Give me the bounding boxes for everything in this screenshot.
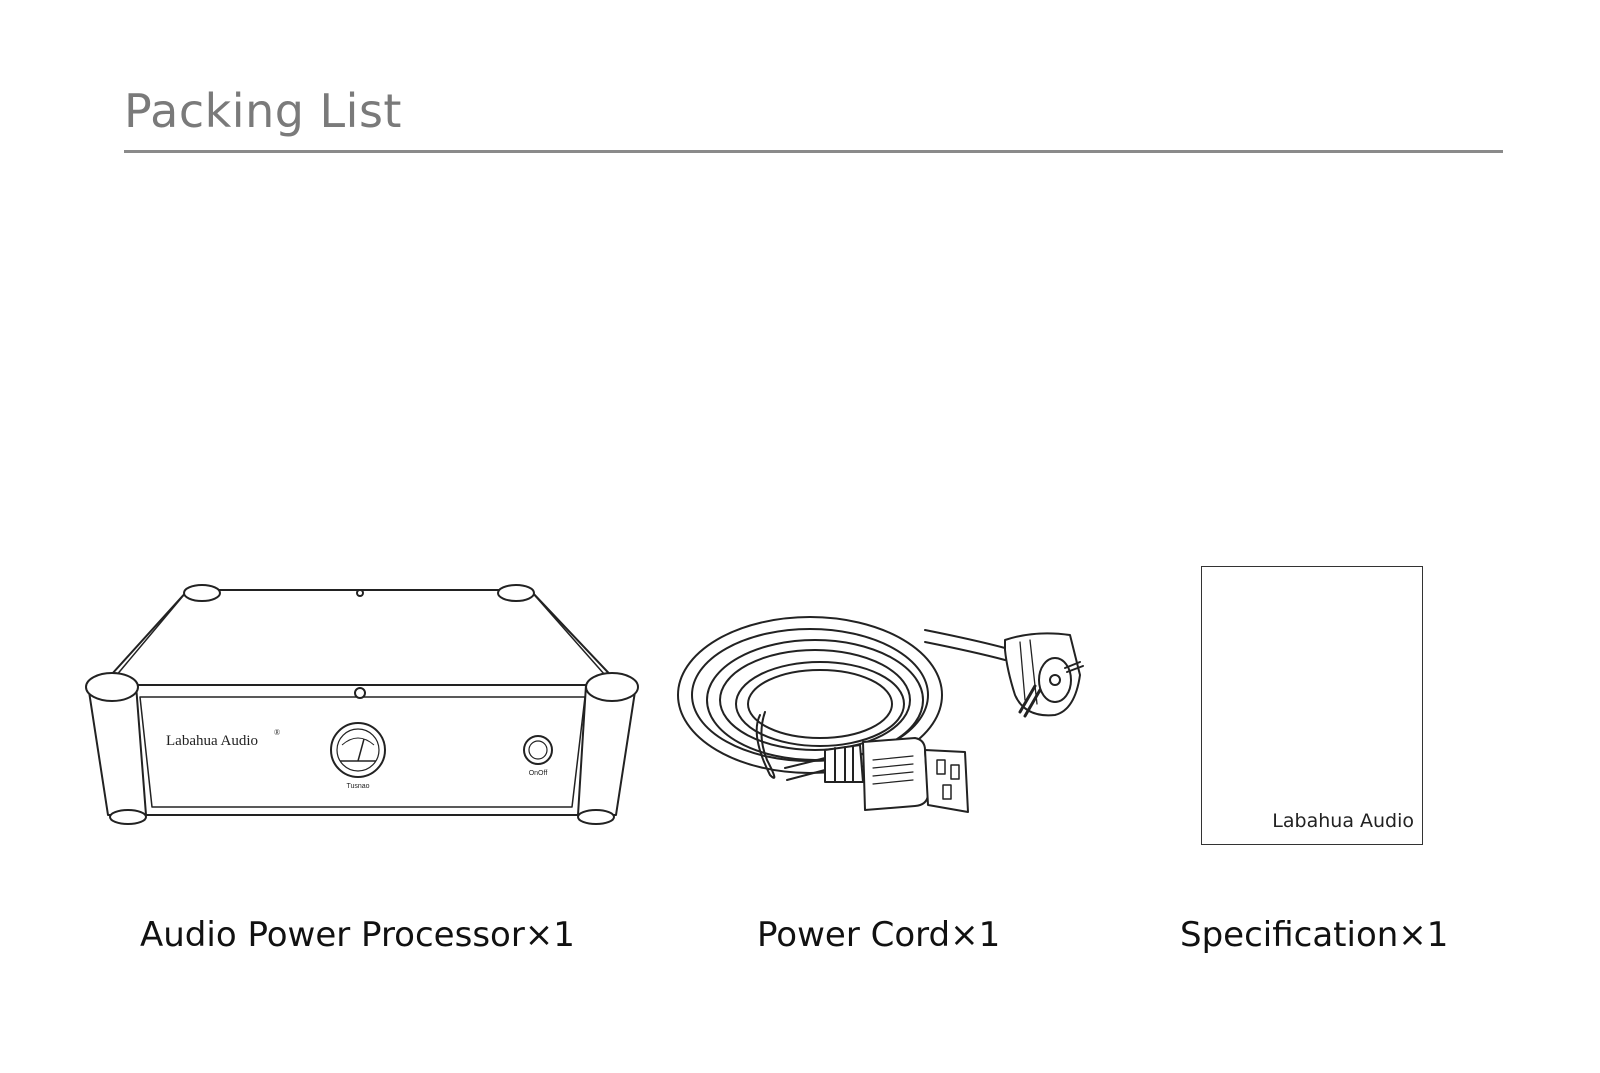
- item-caption-processor: Audio Power Processor×1: [140, 915, 575, 955]
- page-title: Packing List: [124, 84, 402, 138]
- processor-brand-label: Labahua Audio: [166, 733, 258, 749]
- registered-mark: ®: [274, 728, 280, 737]
- item-caption-power-cord: Power Cord×1: [757, 915, 1001, 955]
- meter-label: Tusnao: [346, 783, 369, 790]
- title-underline: [124, 150, 1503, 153]
- power-cord-illustration: [677, 616, 1084, 813]
- item-caption-specification: Specification×1: [1180, 915, 1449, 955]
- manual-booklet-illustration: Labahua Audio: [1201, 566, 1423, 845]
- power-processor-illustration: Labahua Audio ® Tusnao OnOff: [85, 584, 639, 825]
- booklet-brand-label: Labahua Audio: [1272, 810, 1414, 832]
- onoff-label: OnOff: [529, 770, 548, 777]
